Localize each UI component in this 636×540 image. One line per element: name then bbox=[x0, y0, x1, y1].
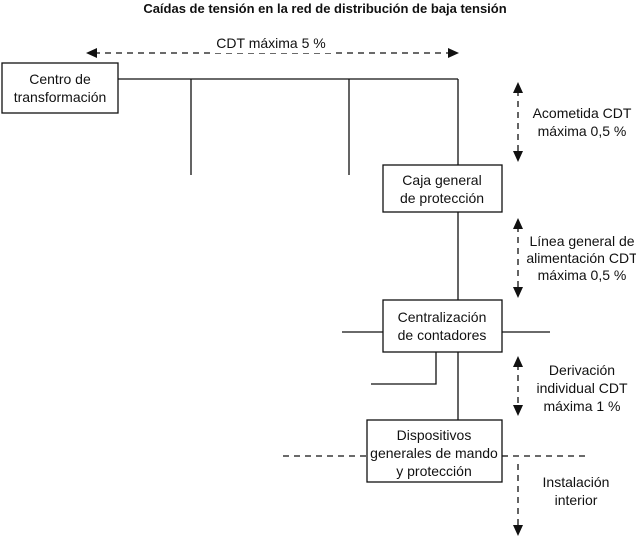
arrow-down-icon bbox=[513, 287, 523, 298]
linea-general-label-line-2: alimentación CDT bbox=[526, 250, 636, 266]
distribution-dimension: CDT máxima 5 % bbox=[86, 33, 459, 58]
arrow-down-icon bbox=[513, 151, 523, 162]
meters-line-1: Centralización bbox=[398, 309, 487, 325]
control-devices-box: Dispositivos generales de mando y protec… bbox=[366, 419, 503, 483]
derivacion-label-line-1: Derivación bbox=[549, 362, 615, 378]
linea-general-dimension: Línea general de alimentación CDT máxima… bbox=[513, 218, 636, 298]
meters-line-2: de contadores bbox=[398, 327, 487, 343]
instalacion-label-line-1: Instalación bbox=[543, 474, 610, 490]
distribution-network bbox=[118, 78, 550, 420]
diagram-title: Caídas de tensión en la red de distribuc… bbox=[143, 1, 506, 16]
transformer-box: Centro de transformación bbox=[1, 62, 119, 114]
instalacion-dimension: Instalación interior bbox=[513, 464, 609, 536]
derivacion-label-line-3: máxima 1 % bbox=[543, 398, 620, 414]
acometida-dimension: Acometida CDT máxima 0,5 % bbox=[513, 82, 632, 162]
arrow-left-icon bbox=[86, 48, 97, 58]
protection-box-line-1: Caja general bbox=[402, 172, 481, 188]
distribution-label: CDT máxima 5 % bbox=[216, 35, 325, 51]
linea-general-label-line-1: Línea general de bbox=[529, 233, 634, 249]
control-devices-line-2: generales de mando bbox=[370, 445, 498, 461]
acometida-label-line-1: Acometida CDT bbox=[533, 105, 632, 121]
meters-box: Centralización de contadores bbox=[382, 299, 503, 353]
arrow-up-icon bbox=[513, 82, 523, 93]
control-devices-line-1: Dispositivos bbox=[397, 427, 472, 443]
transformer-line-1: Centro de bbox=[29, 71, 91, 87]
transformer-line-2: transformación bbox=[14, 89, 107, 105]
protection-box-line-2: de protección bbox=[400, 190, 484, 206]
derivacion-dimension: Derivación individual CDT máxima 1 % bbox=[513, 356, 628, 416]
arrow-down-icon bbox=[513, 405, 523, 416]
control-devices-line-3: y protección bbox=[396, 463, 471, 479]
linea-general-label-line-3: máxima 0,5 % bbox=[538, 267, 627, 283]
acometida-label-line-2: máxima 0,5 % bbox=[538, 123, 627, 139]
arrow-up-icon bbox=[513, 218, 523, 229]
arrow-right-icon bbox=[448, 48, 459, 58]
instalacion-label-line-2: interior bbox=[555, 492, 598, 508]
protection-box: Caja general de protección bbox=[382, 164, 503, 213]
arrow-up-icon bbox=[513, 356, 523, 367]
derivacion-label-line-2: individual CDT bbox=[536, 380, 627, 396]
arrow-down-icon bbox=[513, 525, 523, 536]
